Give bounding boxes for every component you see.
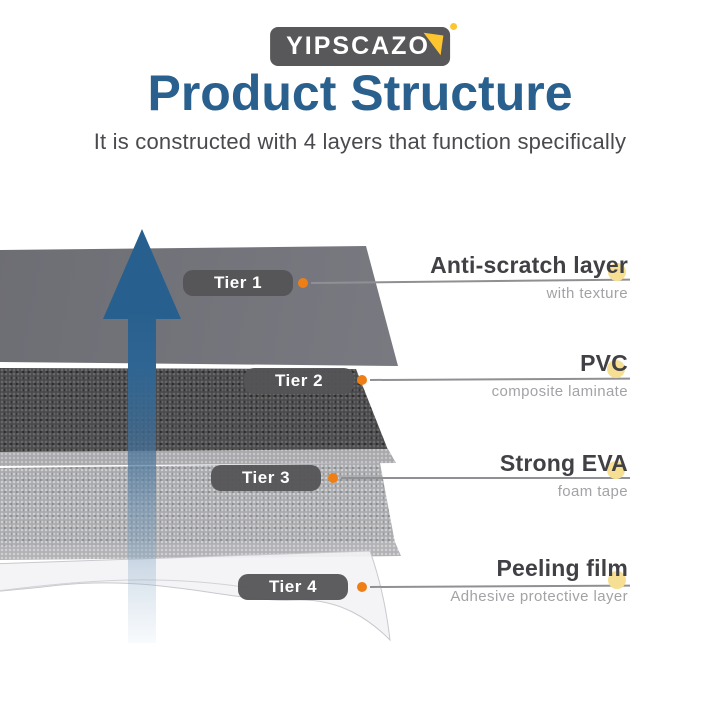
tier3-annotation-heading: Strong EVA <box>499 450 628 476</box>
tier4-annotation-sub: Adhesive protective layer <box>450 588 628 605</box>
tier1-pill-label: Tier 1 <box>213 273 263 292</box>
logo-registered-dot-icon <box>449 23 457 30</box>
up-arrow-icon <box>103 229 181 319</box>
tier2-annotation-heading: PVC <box>580 350 628 376</box>
tier3-annotation: Strong EVA foam tape <box>298 449 628 501</box>
tier1-accent-dot <box>608 263 626 281</box>
tier2-pill: Tier 2 <box>244 368 354 394</box>
tier3-pill: Tier 3 <box>211 465 321 491</box>
tier2-accent-dot <box>607 360 625 378</box>
brand-logo: YIPSCAZO <box>270 23 457 66</box>
tier4-annotation-heading: Peeling film <box>496 555 628 581</box>
tier4-connector-dot <box>357 582 367 592</box>
page-title: Product Structure <box>147 65 573 121</box>
tier2-annotation-sub: composite laminate <box>491 383 628 400</box>
page-subtitle: It is constructed with 4 layers that fun… <box>93 129 627 154</box>
tier4-annotation: Peeling film Adhesive protective layer <box>298 554 628 606</box>
tier3-accent-dot <box>607 461 625 479</box>
tier3-annotation-sub: foam tape <box>557 483 628 500</box>
tier4-accent-dot <box>608 571 626 589</box>
tier1-pill: Tier 1 <box>183 270 293 296</box>
up-arrow-shaft <box>128 315 156 643</box>
peeling-film-shape <box>0 550 391 642</box>
brand-logo-text: YIPSCAZO <box>286 32 430 60</box>
tier3-pill-label: Tier 3 <box>241 468 291 487</box>
tier2-connector-dot <box>357 375 367 385</box>
tier4-pill: Tier 4 <box>238 574 348 600</box>
peeling-film-fold-line <box>0 579 251 592</box>
tier1-connector-dot <box>298 278 308 288</box>
tier2-pill-label: Tier 2 <box>274 371 324 390</box>
tier1-annotation-sub: with texture <box>546 285 628 302</box>
tier1-annotation: Anti-scratch layer with texture <box>298 251 628 303</box>
tier4-pill-label: Tier 4 <box>268 577 318 596</box>
tier3-connector-dot <box>328 473 338 483</box>
tier1-annotation-heading: Anti-scratch layer <box>430 252 628 278</box>
tier2-annotation: PVC composite laminate <box>298 349 628 401</box>
tier3-connector-line <box>341 477 630 479</box>
